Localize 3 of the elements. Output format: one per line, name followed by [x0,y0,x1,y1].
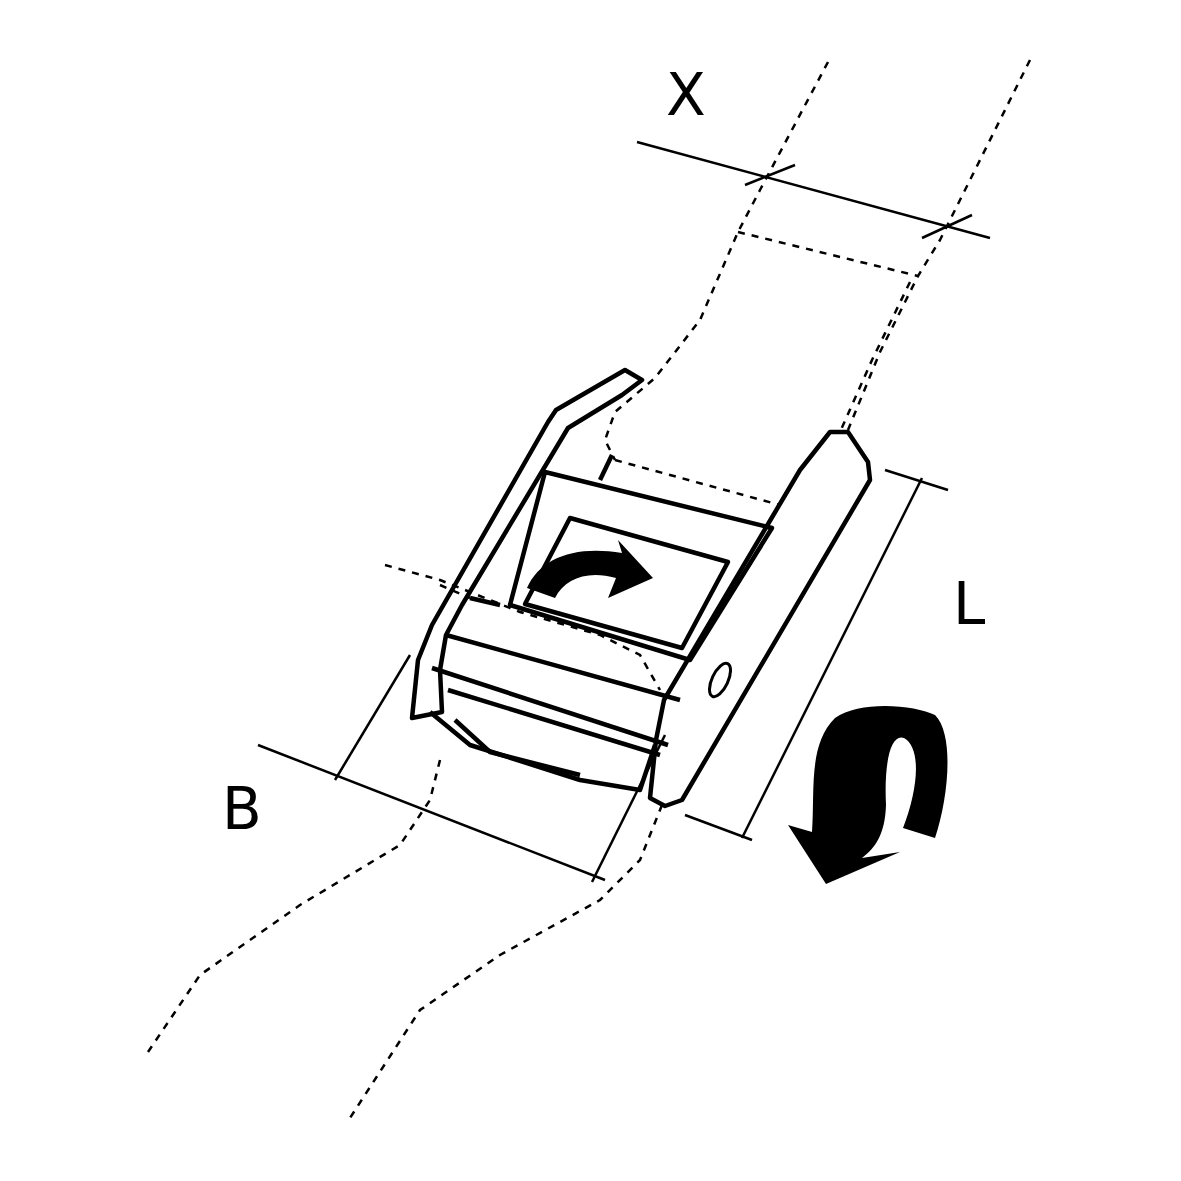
dimension-label: B [222,780,262,838]
dimension-label: X [666,66,706,124]
dimension-label: L [953,575,986,633]
